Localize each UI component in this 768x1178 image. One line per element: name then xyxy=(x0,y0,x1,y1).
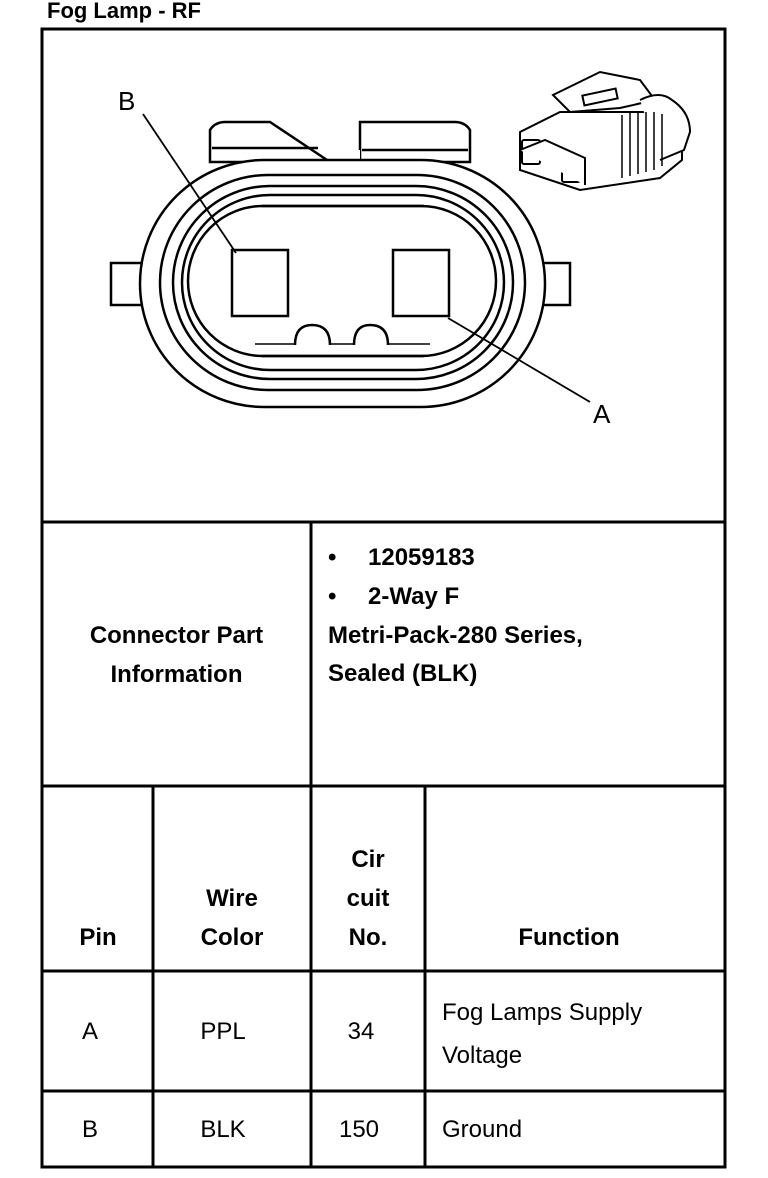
header-circuit-line1: Cir xyxy=(351,846,385,873)
callout-leaders xyxy=(142,113,591,403)
connector-series-text: Metri-Pack-280 Series, xyxy=(328,622,583,649)
row-a-circuit: 34 xyxy=(347,1018,375,1045)
callout-a-label: A xyxy=(593,399,611,429)
header-function: Function xyxy=(518,924,620,951)
bullet-icon: • xyxy=(328,544,337,571)
connector-info-label-line1: Connector Part xyxy=(89,622,264,649)
header-wire-color-line2: Color xyxy=(200,924,264,951)
row-a-pin: A xyxy=(81,1018,98,1045)
row-b-circuit: 150 xyxy=(338,1116,380,1143)
connector-info-label-line2: Information xyxy=(110,661,243,688)
header-wire-color-line1: Wire xyxy=(206,885,258,912)
bullet-icon: • xyxy=(328,583,337,610)
row-a-function: Fog Lamps Supply Voltage xyxy=(442,991,642,1077)
row-a-wire-color: PPL xyxy=(200,1018,246,1045)
row-a-function-line1: Fog Lamps Supply xyxy=(442,999,643,1026)
page-title: Fog Lamp - RF xyxy=(47,0,201,23)
header-circuit-no: Cir cuit No. xyxy=(313,840,423,957)
connector-info-label: Connector Part Information xyxy=(44,616,309,694)
table-grid xyxy=(40,27,727,1169)
part-number-text: 12059183 xyxy=(368,544,475,571)
header-circuit-line2: cuit xyxy=(346,885,390,912)
header-pin: Pin xyxy=(79,924,117,951)
connector-thumbnail xyxy=(519,70,692,192)
row-b-pin: B xyxy=(81,1116,98,1143)
part-number-bullet: • 12059183 xyxy=(328,538,475,577)
connector-face xyxy=(109,120,572,409)
row-a-function-line2: Voltage xyxy=(442,1042,523,1069)
header-circuit-line3: No. xyxy=(348,924,388,951)
connector-type-text: 2-Way F xyxy=(368,583,460,610)
callout-b-label: B xyxy=(118,86,136,116)
connector-sealed-text: Sealed (BLK) xyxy=(328,660,478,687)
row-b-function: Ground xyxy=(442,1116,523,1143)
header-wire-color: Wire Color xyxy=(155,879,309,957)
row-b-wire-color: BLK xyxy=(200,1116,246,1143)
connector-type-bullet: • 2-Way F xyxy=(328,577,459,616)
